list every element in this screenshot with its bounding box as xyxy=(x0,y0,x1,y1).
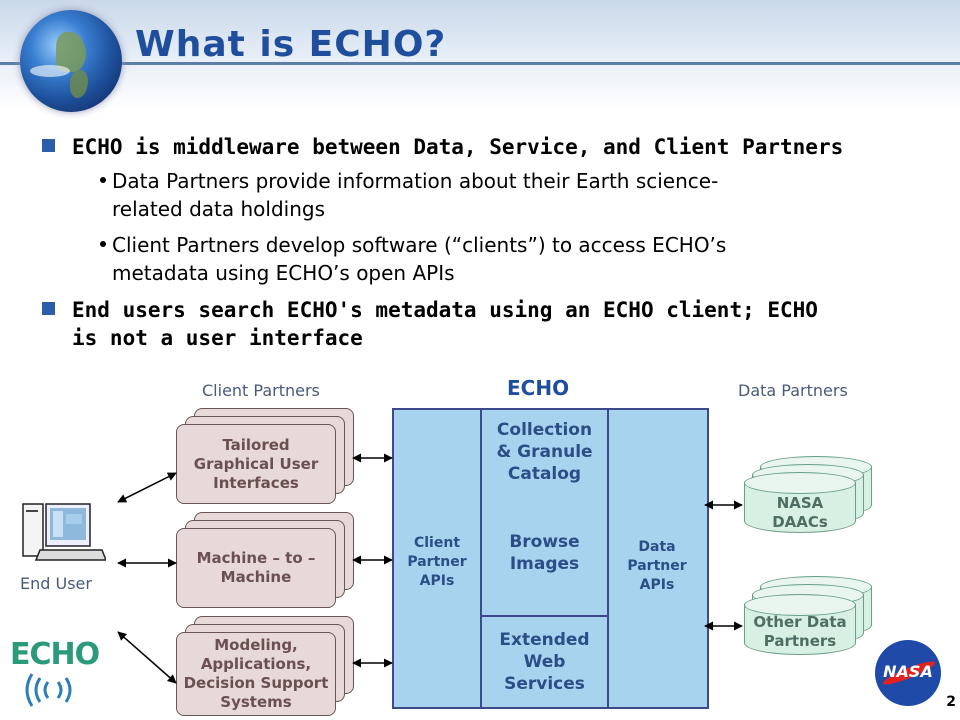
square-bullet-icon xyxy=(42,302,55,315)
client-partner-apis: Client Partner APIs xyxy=(407,535,467,589)
bullet-text: ECHO is middleware between Data, Service… xyxy=(72,135,844,159)
bullet-middleware: ECHO is middleware between Data, Service… xyxy=(42,133,844,161)
header-background xyxy=(0,0,960,110)
sub-bullet-client-partners: Client Partners develop software (“clien… xyxy=(100,231,726,287)
extended-web-services: Extended Web Services xyxy=(499,630,590,694)
client-partners-label: Client Partners xyxy=(202,381,320,400)
dot-bullet-icon xyxy=(100,241,106,247)
sub-bullet-line2: metadata using ECHO’s open APIs xyxy=(112,261,455,285)
bullet-line2: is not a user interface xyxy=(72,326,363,350)
client-stack-gui: Tailored Graphical User Interfaces xyxy=(176,408,354,504)
square-bullet-icon xyxy=(42,139,55,152)
client-card: Machine – to – Machine xyxy=(176,528,336,608)
nasa-daacs-cylinder xyxy=(744,472,858,534)
sub-bullet-line1: Data Partners provide information about … xyxy=(112,169,719,193)
echo-logo: ECHO xyxy=(10,637,100,710)
page-number: 2 xyxy=(946,694,956,710)
other-data-label: Other Data Partners xyxy=(753,613,847,650)
data-partner-apis: Data Partner APIs xyxy=(627,539,687,593)
end-user-label: End User xyxy=(20,574,92,593)
echo-system-box xyxy=(392,408,709,709)
client-card: Modeling, Applications, Decision Support… xyxy=(176,632,336,716)
client-card: Tailored Graphical User Interfaces xyxy=(176,424,336,504)
client-stack-modeling: Modeling, Applications, Decision Support… xyxy=(176,616,354,716)
echo-label: ECHO xyxy=(507,376,570,400)
dot-bullet-icon xyxy=(100,177,106,183)
other-data-cylinder xyxy=(744,594,858,656)
bullet-end-users: End users search ECHO's metadata using a… xyxy=(42,296,818,352)
slide-title: What is ECHO? xyxy=(135,24,447,65)
globe-icon xyxy=(20,10,122,112)
sub-bullet-line2: related data holdings xyxy=(112,197,326,221)
echo-waves-icon xyxy=(25,673,72,707)
sub-bullet-data-partners: Data Partners provide information about … xyxy=(100,167,718,223)
header-rule xyxy=(0,62,960,65)
computer-icon xyxy=(22,503,106,561)
browse-images: Browse Images xyxy=(509,532,580,574)
collection-granule-catalog: Collection & Granule Catalog xyxy=(496,420,593,484)
bullet-line1: End users search ECHO's metadata using a… xyxy=(72,298,818,322)
client-stack-m2m: Machine – to – Machine xyxy=(176,512,354,608)
nasa-logo: NASA xyxy=(875,640,941,706)
sub-bullet-line1: Client Partners develop software (“clien… xyxy=(112,233,727,257)
data-partners-label: Data Partners xyxy=(738,381,848,400)
nasa-daacs-label: NASA DAACs xyxy=(772,494,828,531)
